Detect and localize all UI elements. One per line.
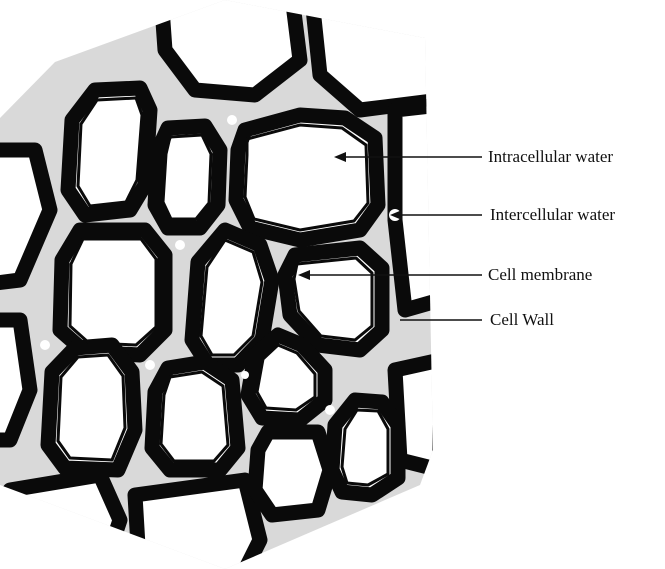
cell-partial-right bbox=[395, 105, 440, 310]
label-cell-wall: Cell Wall bbox=[490, 310, 554, 330]
cell-partial-bottom bbox=[135, 480, 260, 569]
label-intercellular-water: Intercellular water bbox=[490, 205, 615, 225]
cell-partial-bottom-left bbox=[10, 475, 120, 569]
label-intracellular-water: Intracellular water bbox=[488, 147, 613, 167]
cell-bottom-middle bbox=[255, 432, 330, 515]
cell-partial-top bbox=[160, 0, 300, 95]
label-cell-membrane: Cell membrane bbox=[488, 265, 592, 285]
